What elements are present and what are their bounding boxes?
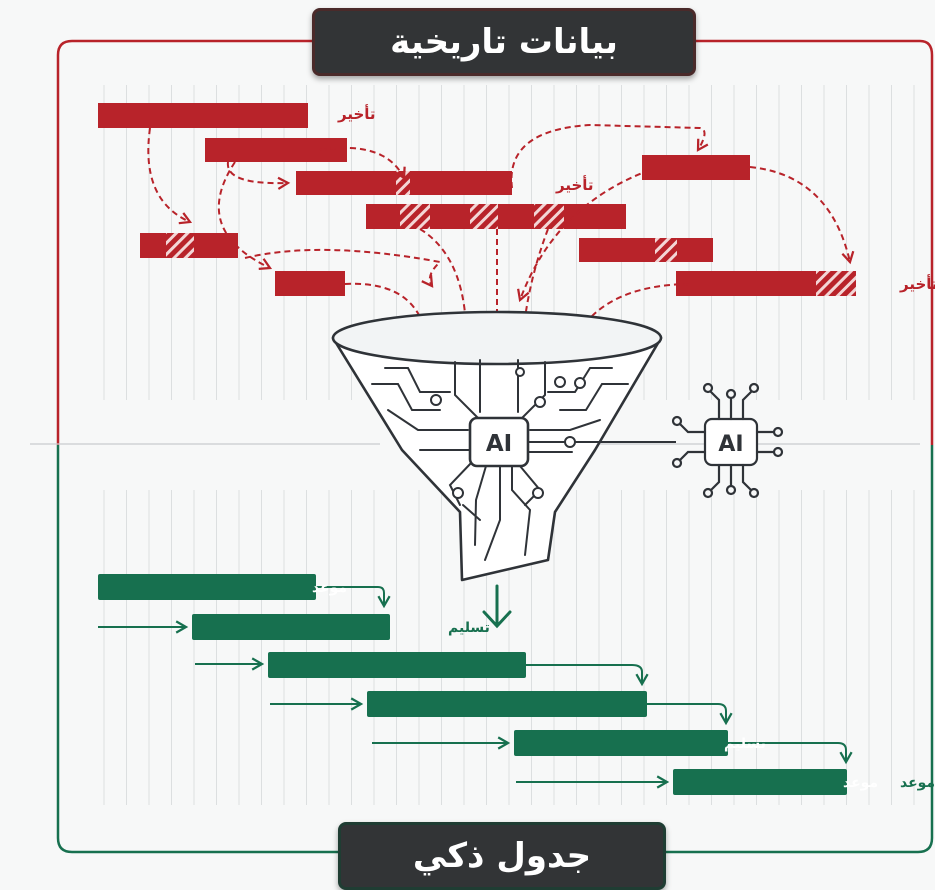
smart-bar-4 [367, 691, 647, 717]
historical-bar-5-delay [166, 233, 194, 258]
historical-dependencies [147, 123, 855, 355]
historical-bar-4-delay-b [470, 204, 498, 229]
historical-bar-4-delay-c [534, 204, 564, 229]
delay-label: تأخير [555, 175, 594, 194]
historical-bar-7 [642, 155, 750, 180]
delivery-label: تسليم [448, 620, 490, 636]
outer-frame [56, 39, 934, 854]
smart-dependencies [98, 586, 853, 789]
delay-label: تأخير [899, 274, 935, 293]
historical-bar-9-delay [816, 271, 856, 296]
historical-bar-8 [579, 238, 713, 262]
historical-bar-1 [98, 103, 308, 128]
diagram-svg: تأخير تأخير تأخير [30, 39, 935, 854]
arrow-down-icon [482, 584, 512, 629]
historical-bar-4-delay-a [400, 204, 430, 229]
smart-gantt [98, 574, 847, 795]
ai-connector-node [564, 436, 576, 448]
smart-schedule-title: جدول ذكي [338, 822, 666, 890]
historical-data-title: بيانات تاريخية [312, 8, 696, 76]
ai-chip-icon [671, 382, 784, 499]
diagram-canvas: تأخير تأخير تأخير [30, 8, 935, 890]
smart-bar-1 [98, 574, 316, 600]
delivery-label: تسليم [724, 736, 766, 752]
funnel-ai-label: AI [486, 431, 512, 457]
historical-bar-6 [275, 271, 345, 296]
smart-bar-2 [192, 614, 390, 640]
historical-bar-3 [296, 171, 396, 195]
funnel-icon: AI [331, 310, 663, 582]
historical-bar-3b [410, 171, 512, 195]
smart-bar-6 [673, 769, 847, 795]
deadline-label: موعد [900, 775, 935, 791]
smart-bar-5 [514, 730, 728, 756]
delay-label: تأخير [337, 104, 376, 123]
deadline-label: موعد [843, 775, 878, 791]
historical-gantt [98, 103, 856, 296]
deadline-label: موعد [312, 580, 347, 596]
historical-bar-8-delay [655, 238, 677, 262]
ai-chip-label: AI [718, 432, 743, 457]
smart-bar-3 [268, 652, 526, 678]
